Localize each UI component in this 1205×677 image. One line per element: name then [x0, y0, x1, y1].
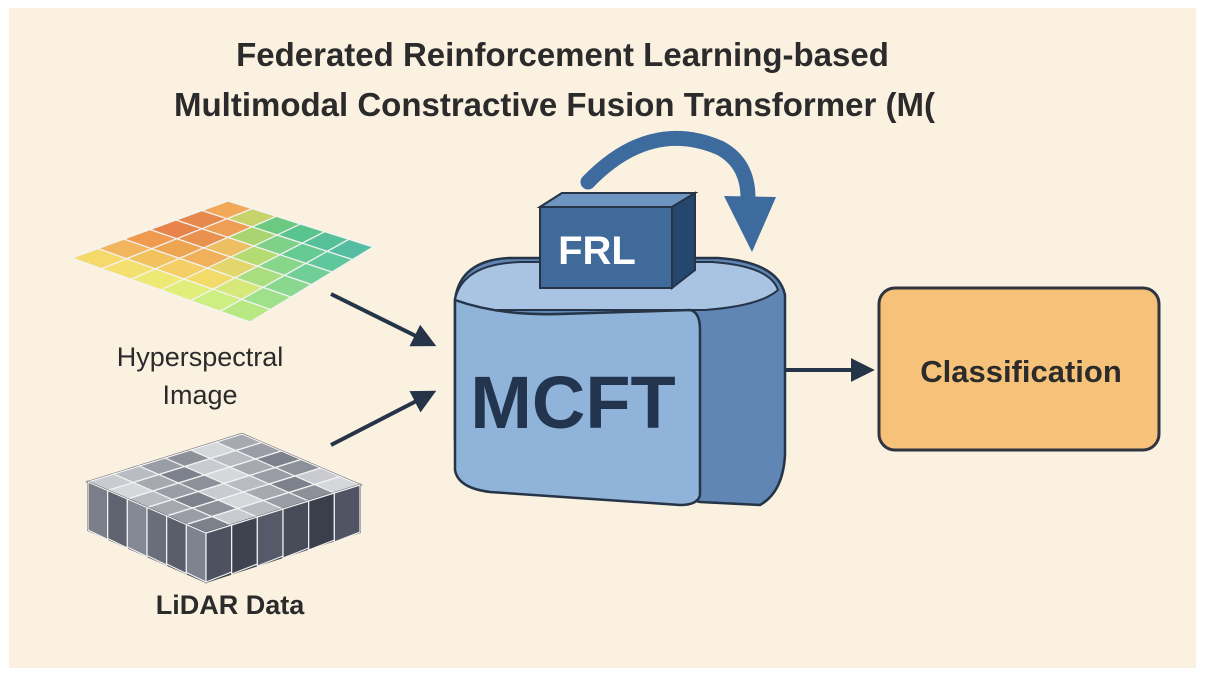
hyperspectral-image-icon	[70, 200, 375, 323]
diagram-title-line-2: Multimodal Constractive Fusion Transform…	[174, 86, 935, 123]
arrow-lidar-to-mcft	[330, 390, 437, 447]
frl-block	[536, 191, 699, 291]
classification-label: Classification	[920, 354, 1122, 389]
lidar-data-label: LiDAR Data	[155, 590, 305, 620]
lidar-side-tile	[107, 489, 128, 549]
lidar-side-tile	[308, 492, 335, 551]
lidar-side-tile	[231, 516, 258, 575]
lidar-side-tile	[87, 481, 109, 541]
lidar-side-tile	[333, 484, 361, 543]
lidar-side-tile	[282, 500, 310, 559]
hyperspectral-image-label: Hyperspectral Image	[60, 338, 340, 414]
hyperspectral-label-line-2: Image	[162, 380, 238, 410]
lidar-data-icon	[85, 432, 363, 584]
hyperspectral-label-line-1: Hyperspectral	[116, 342, 284, 372]
lidar-side-tile	[166, 515, 187, 575]
lidar-side-tile	[146, 506, 168, 566]
hsi-cell	[325, 238, 375, 261]
frl-label: FRL	[558, 229, 636, 273]
feedback-arrow	[580, 130, 776, 252]
classification-box	[877, 286, 1161, 452]
mcft-label: MCFT	[470, 361, 676, 444]
lidar-side-tile	[205, 524, 233, 583]
diagram-title-line-1: Federated Reinforcement Learning-based	[236, 36, 889, 73]
lidar-side-tile	[256, 508, 284, 567]
lidar-side-tile	[126, 498, 148, 558]
arrow-hsi-to-mcft	[330, 292, 437, 347]
mcft-block	[453, 256, 787, 507]
lidar-side-tile	[185, 523, 207, 583]
